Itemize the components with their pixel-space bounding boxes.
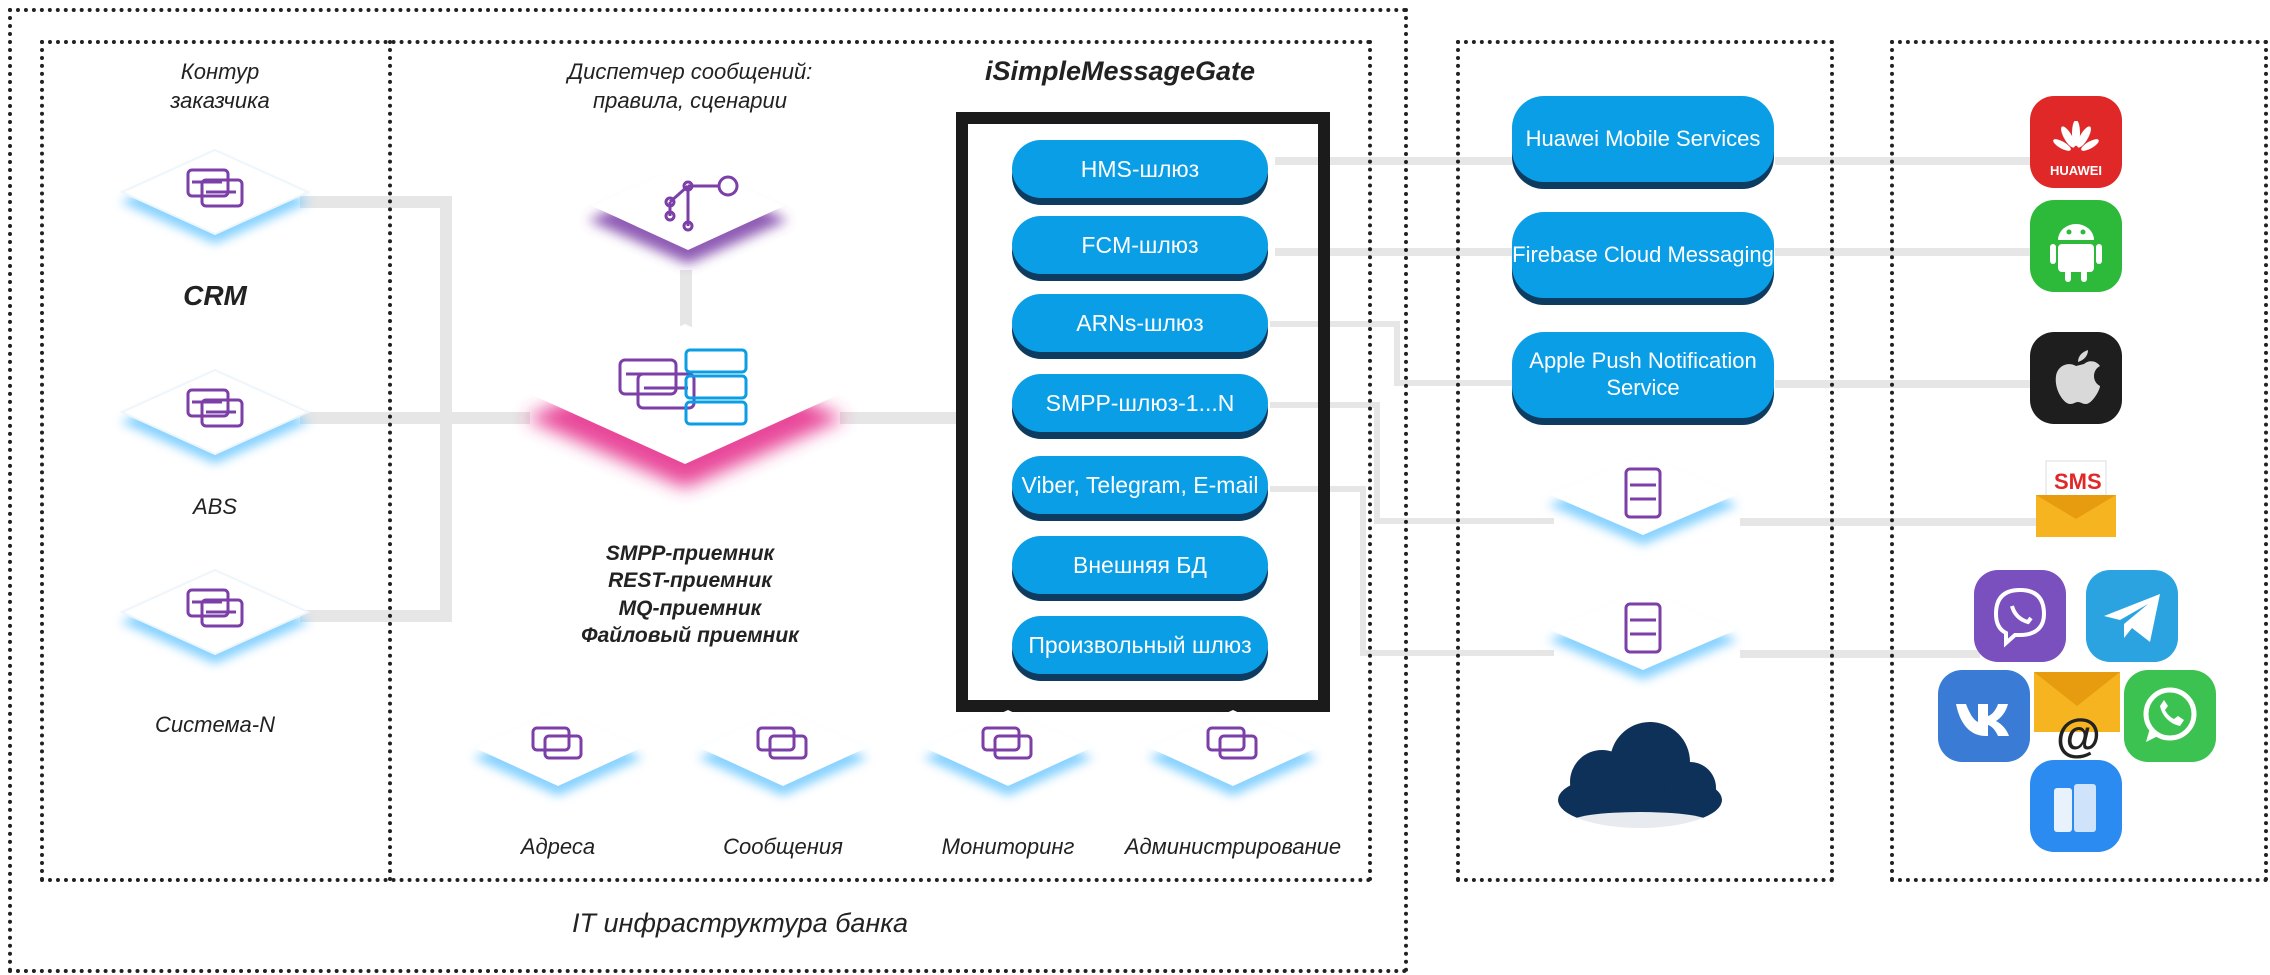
module-administration-label: Администрирование [1124, 834, 1342, 859]
receiver-item: SMPP-приемник [605, 542, 775, 565]
server-stack-icon [186, 168, 244, 208]
server-stack-icon [756, 726, 808, 760]
module-monitoring-label: Мониторинг [941, 834, 1075, 859]
servers-cluster-icon [618, 358, 696, 410]
cloud-icon [1558, 722, 1722, 832]
end-apps-boundary [1890, 40, 2268, 882]
receiver-item: MQ-приемник [618, 596, 762, 620]
bank-infrastructure-label: IT инфраструктура банка [571, 908, 909, 938]
huawei-text: HUAWEI [2050, 163, 2102, 178]
server-rack-icon [684, 348, 748, 426]
crm-system-tile[interactable] [110, 140, 320, 270]
module-messages-label: Сообщения [723, 834, 843, 859]
receivers-list: SMPP-приемник REST-приемник MQ-приемник … [560, 540, 820, 649]
inner-infrastructure-boundary [40, 40, 1372, 882]
apple-icon [2030, 332, 2122, 424]
abs-label: ABS [192, 494, 238, 519]
gate-title: iSimpleMessageGate [984, 56, 1256, 86]
system-n-tile[interactable] [110, 560, 320, 690]
customer-contour-label: Контур заказчика [170, 59, 270, 113]
module-monitoring-tile[interactable] [913, 700, 1103, 820]
whatsapp-icon [2124, 670, 2216, 762]
viber-icon [1974, 570, 2066, 662]
sms-envelope-icon: SMS [2032, 455, 2120, 541]
gateway-smpp[interactable]: SMPP-шлюз-1...N [1012, 374, 1268, 432]
at-sign: @ [2056, 709, 2101, 761]
gateway-fcm[interactable]: FCM-шлюз [1012, 216, 1268, 274]
bank-infrastructure-boundary [8, 8, 1408, 973]
dispatcher-tile[interactable] [578, 150, 798, 290]
gateway-arns[interactable]: ARNs-шлюз [1012, 294, 1268, 352]
max-messenger-icon [2030, 760, 2122, 852]
database-server-icon [1624, 467, 1662, 519]
sms-text: SMS [2054, 469, 2102, 494]
android-icon [2030, 200, 2122, 292]
server-stack-icon [186, 588, 244, 628]
system-n-label: Система-N [155, 712, 275, 737]
service-apple[interactable]: Apple Push Notification Service [1512, 332, 1774, 418]
server-stack-icon [531, 726, 583, 760]
gateway-messengers[interactable]: Viber, Telegram, E-mail [1012, 456, 1268, 514]
gateway-hms[interactable]: HMS-шлюз [1012, 140, 1268, 198]
module-messages-tile[interactable] [688, 700, 878, 820]
database-server-icon [1624, 602, 1662, 654]
message-hub-tile[interactable] [510, 300, 860, 520]
module-administration-tile[interactable] [1138, 700, 1328, 820]
server-stack-icon [186, 388, 244, 428]
vk-icon [1938, 670, 2030, 762]
receiver-item: Файловый приемник [581, 623, 799, 647]
gateway-custom[interactable]: Произвольный шлюз [1012, 616, 1268, 674]
crm-label: CRM [183, 280, 247, 311]
huawei-icon: HUAWEI [2030, 96, 2122, 188]
messenger-server-tile[interactable] [1538, 580, 1748, 705]
service-firebase[interactable]: Firebase Cloud Messaging [1512, 212, 1774, 298]
module-addresses-tile[interactable] [463, 700, 653, 820]
gateway-external-db[interactable]: Внешняя БД [1012, 536, 1268, 594]
gateway-box [956, 112, 1330, 712]
receiver-item: REST-приемник [608, 569, 772, 593]
email-icon: @ [2030, 668, 2124, 761]
smpp-server-tile[interactable] [1538, 445, 1748, 570]
dispatcher-label: Диспетчер сообщений: правила, сценарии [567, 59, 813, 113]
module-addresses-label: Адреса [520, 834, 596, 859]
customer-divider [388, 40, 392, 882]
service-huawei[interactable]: Huawei Mobile Services [1512, 96, 1774, 182]
server-stack-icon [981, 726, 1033, 760]
telegram-icon [2086, 570, 2178, 662]
abs-system-tile[interactable] [110, 360, 320, 490]
cloud-services-boundary [1456, 40, 1834, 882]
workflow-tree-icon [664, 175, 739, 232]
server-stack-icon [1206, 726, 1258, 760]
